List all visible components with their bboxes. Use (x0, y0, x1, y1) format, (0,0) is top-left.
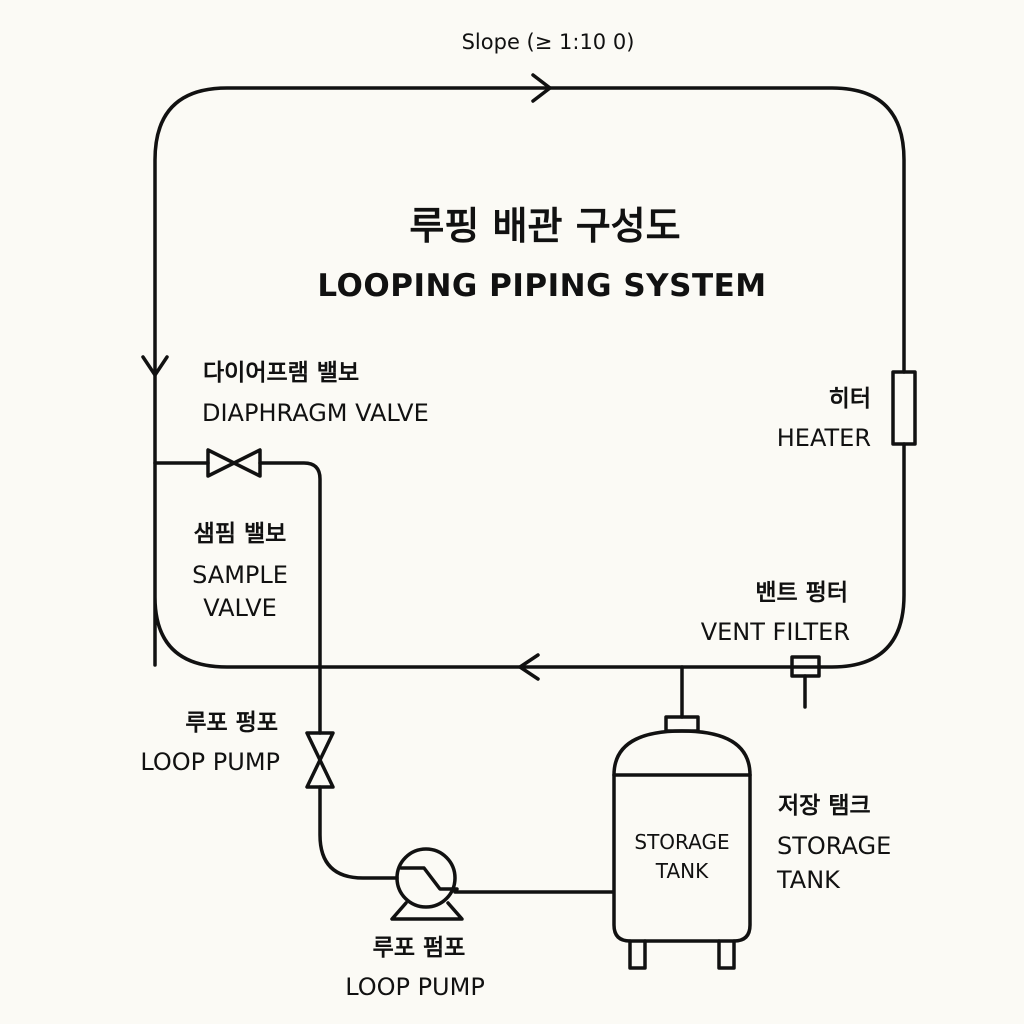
storage-tank-label-english-1: STORAGE (777, 832, 892, 860)
storage-tank-body (612, 729, 752, 943)
flow-arrow-left (141, 355, 169, 377)
storage-tank-inner-line-1: STORAGE (634, 830, 730, 854)
diaphragm-valve-label-english: DIAPHRAGM VALVE (202, 399, 429, 427)
pump-base (390, 901, 464, 921)
pump-circle (395, 847, 457, 909)
flow-arrow-bottom (518, 653, 540, 681)
check-valve-symbol (305, 731, 335, 789)
check-valve-label-korean: 루포 펑포 (185, 710, 278, 736)
heater-label-english: HEATER (776, 424, 871, 452)
heater-element (891, 370, 917, 446)
vent-filter-label-korean: 밴트 펑터 (755, 580, 848, 606)
sample-branch-pipe (153, 461, 399, 880)
slope-label: Slope (≥ 1:10 0) (461, 30, 635, 54)
storage-tank-label-korean: 저장 탬크 (778, 793, 871, 819)
tank-legs (628, 939, 736, 970)
pump-impeller (399, 866, 459, 891)
diaphragm-valve-label-korean: 다이어프램 밸보 (203, 360, 360, 386)
storage-tank-inner-line-2: TANK (655, 859, 709, 883)
tank-nozzle (664, 715, 700, 733)
diaphragm-valve-symbol (206, 448, 262, 478)
flow-arrow-top (531, 73, 552, 103)
heater-label-korean: 히터 (828, 386, 871, 412)
vent-filter-label-english: VENT FILTER (700, 618, 850, 646)
loop-pump-label-korean: 루포 펌포 (372, 935, 466, 961)
loop-pump-label-english: LOOP PUMP (345, 973, 485, 1001)
storage-tank-label-english-2: TANK (777, 866, 840, 894)
sample-valve-label-korean: 샘핌 밸보 (193, 521, 287, 547)
sample-valve-label-english-2: VALVE (203, 594, 277, 622)
main-loop-pipe (153, 86, 906, 669)
page-title-english: LOOPING PIPING SYSTEM (317, 268, 767, 304)
check-valve-label-english: LOOP PUMP (140, 748, 280, 776)
page-title-korean: 루핑 배관 구성도 (409, 204, 681, 248)
sample-valve-label-english-1: SAMPLE (192, 561, 288, 589)
